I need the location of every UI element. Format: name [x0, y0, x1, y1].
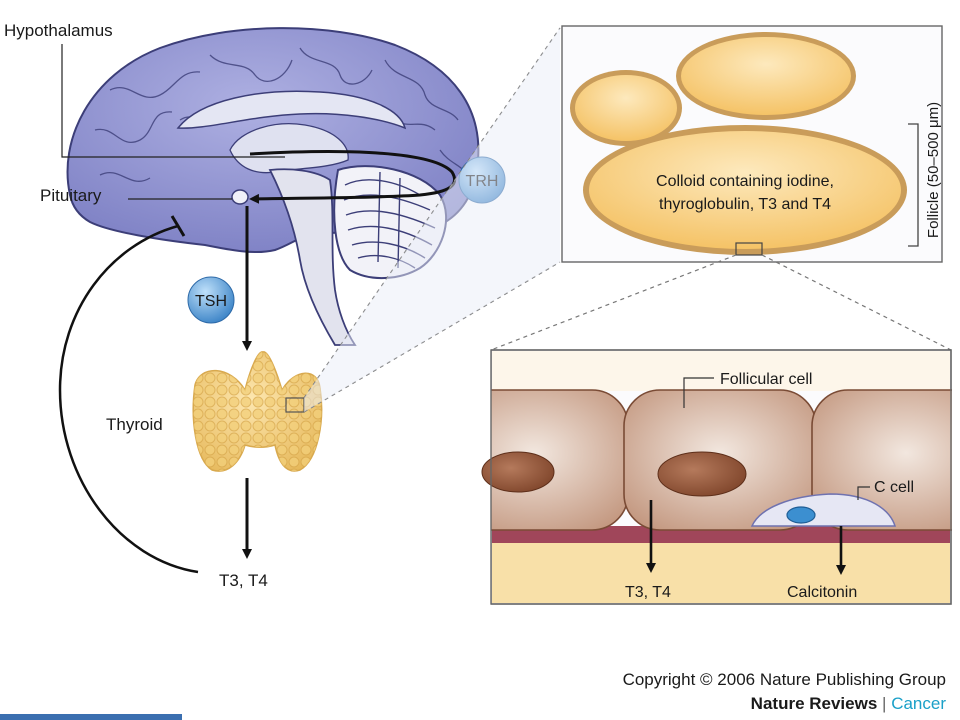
- thyroid-label: Thyroid: [106, 415, 163, 434]
- zoom-wedge: [304, 28, 560, 412]
- journal-name: Nature Reviews: [750, 694, 878, 713]
- hypothalamus-leader: [61, 44, 285, 158]
- small-follicle: [570, 70, 682, 146]
- copyright-text: Copyright © 2006 Nature Publishing Group: [622, 670, 946, 689]
- follicle-zoom-box: [735, 242, 763, 256]
- follicular-cell-leader: [683, 377, 714, 408]
- feedback-inhibition-bar: [170, 215, 186, 237]
- journal-separator: |: [882, 694, 887, 713]
- follicle-panel: Colloid containing iodine, thyroglobulin…: [561, 25, 943, 263]
- hypothalamus-label: Hypothalamus: [4, 21, 113, 40]
- nucleus-left: [481, 451, 555, 493]
- nucleus-middle: [657, 451, 747, 497]
- corpus-callosum: [176, 90, 407, 130]
- bottom-accent-bar: [0, 714, 182, 720]
- journal-credit: Nature Reviews | Cancer: [623, 692, 946, 716]
- cell-panel: Follicular cell C cell T3, T4 Calcitonin: [430, 340, 960, 610]
- thalamus: [229, 123, 349, 174]
- pituitary-label: Pituitary: [40, 186, 102, 205]
- large-follicle: [583, 125, 907, 255]
- tsh-label: TSH: [195, 293, 227, 310]
- colloid-label-line2: thyroglobulin, T3 and T4: [659, 196, 831, 213]
- t3t4-label-left: T3, T4: [219, 571, 268, 590]
- calcitonin-label: Calcitonin: [787, 584, 857, 601]
- thyroid-gland: [192, 351, 323, 472]
- journal-section: Cancer: [891, 694, 946, 713]
- c-cell-label: C cell: [874, 479, 914, 496]
- brainstem: [268, 168, 357, 346]
- colloid-label-line1: Colloid containing iodine,: [656, 173, 834, 190]
- follicle-size-label: Follicle (50–500 μm): [925, 102, 942, 238]
- negative-feedback-loop: [58, 224, 199, 574]
- zoom-lines-follicle: [490, 254, 952, 351]
- follicle-size-bracket: [908, 123, 919, 247]
- tsh-badge: TSH: [187, 276, 235, 324]
- c-cell-nucleus: [786, 506, 816, 524]
- medium-follicle: [676, 32, 856, 120]
- t3t4-label-right: T3, T4: [625, 584, 671, 601]
- follicular-cell-label: Follicular cell: [720, 371, 812, 388]
- c-cell-leader: [857, 486, 870, 500]
- copyright-block: Copyright © 2006 Nature Publishing Group…: [623, 668, 946, 716]
- pituitary-gland: [231, 189, 249, 205]
- basement-membrane: [492, 526, 950, 543]
